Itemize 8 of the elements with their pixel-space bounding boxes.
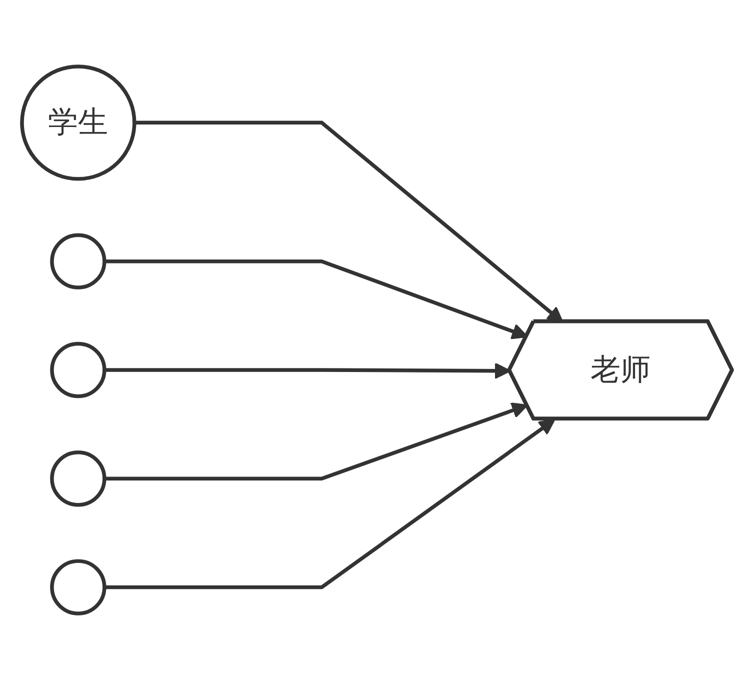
node-circle [50,233,106,290]
arrow [104,402,528,480]
node-circle [50,450,106,507]
node-circle [50,559,106,616]
arrow [104,259,528,340]
node-circle: 学生 [20,64,136,181]
arrow [104,418,556,590]
node-circle [50,342,106,398]
